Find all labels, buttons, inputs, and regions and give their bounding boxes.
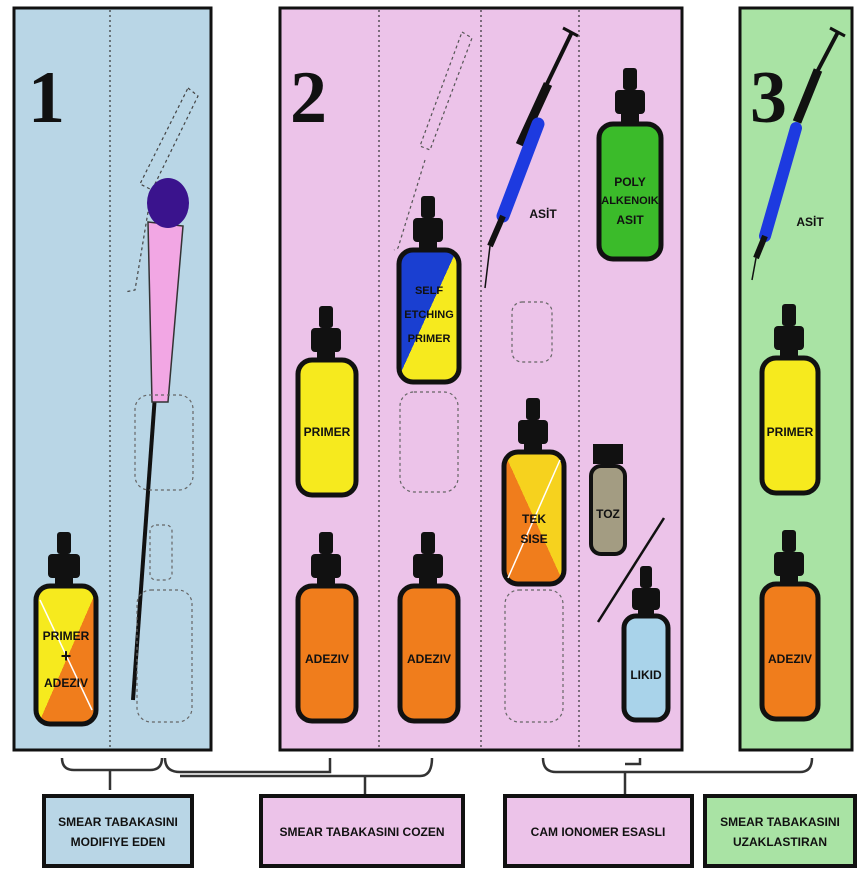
- panel-3: 3 ASİT PRIMER ADEZIV: [740, 8, 852, 750]
- grouping-brackets: [62, 758, 812, 794]
- category-box-cam-ionomer: CAM IONOMER ESASLI: [505, 796, 692, 866]
- bracket-panel-2: [165, 758, 432, 794]
- adeziv-label-panel-2-a: ADEZIV: [305, 652, 349, 666]
- tek-sise-label-1: TEK: [522, 512, 546, 526]
- toz-powder-bottle: TOZ: [591, 444, 625, 554]
- category-label-2: SMEAR TABAKASINI COZEN: [279, 825, 444, 839]
- bracket-panel-1: [62, 758, 162, 790]
- adeziv-label-panel-3: ADEZIV: [768, 652, 812, 666]
- primer-label-panel-2: PRIMER: [304, 425, 351, 439]
- primer-adeziv-label-1: PRIMER: [43, 629, 90, 643]
- panel-2-number: 2: [290, 57, 327, 139]
- self-etching-label-2: ETCHING: [404, 309, 454, 321]
- category-label-4b: UZAKLASTIRAN: [733, 835, 827, 849]
- category-label-1a: SMEAR TABAKASINI: [58, 815, 178, 829]
- poly-label-3: ASIT: [616, 213, 644, 227]
- toz-label: TOZ: [596, 507, 620, 521]
- category-label-3: CAM IONOMER ESASLI: [531, 825, 666, 839]
- self-etching-label-1: SELF: [415, 285, 443, 297]
- panel-3-number: 3: [750, 57, 787, 139]
- category-box-cozen: SMEAR TABAKASINI COZEN: [261, 796, 463, 866]
- poly-label-1: POLY: [614, 175, 646, 189]
- likid-label: LIKID: [630, 668, 662, 682]
- category-label-1b: MODIFIYE EDEN: [71, 835, 166, 849]
- bracket-cam-ionomer: [543, 758, 812, 794]
- self-etching-label-3: PRIMER: [408, 333, 451, 345]
- adeziv-label-panel-2-b: ADEZIV: [407, 652, 451, 666]
- category-label-4a: SMEAR TABAKASINI: [720, 815, 840, 829]
- primer-adeziv-plus: +: [61, 646, 72, 666]
- category-box-uzaklastiran: SMEAR TABAKASINI UZAKLASTIRAN: [705, 796, 855, 866]
- panel-2: 2 PRIMER ADEZIV SELF: [280, 8, 682, 750]
- panel-1: 1 PRIMER + ADEZIV: [14, 8, 211, 750]
- poly-label-2: ALKENOIK: [601, 195, 659, 207]
- category-box-modifiye: SMEAR TABAKASINI MODIFIYE EDEN: [44, 796, 192, 866]
- primer-label-panel-3: PRIMER: [767, 425, 814, 439]
- tek-sise-label-2: SISE: [520, 532, 547, 546]
- primer-adeziv-label-2: ADEZIV: [44, 676, 88, 690]
- asit-label-panel-3: ASİT: [796, 214, 824, 229]
- panel-1-number: 1: [28, 57, 65, 139]
- asit-label-panel-2: ASİT: [529, 206, 557, 221]
